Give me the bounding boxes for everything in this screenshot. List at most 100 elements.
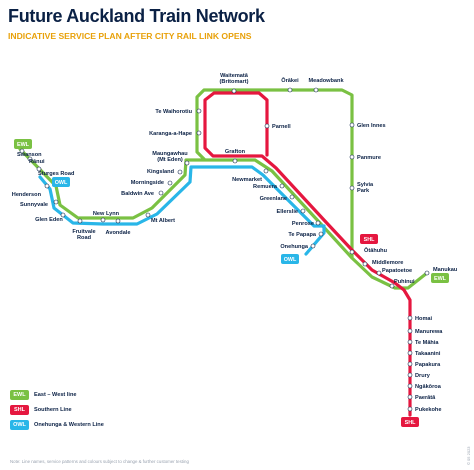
date-stamp: © 05 2023 [466,446,471,465]
dot-papakura [407,361,413,367]
station-avondale: Avondale [106,230,131,236]
station-greenlane: Greenlane [260,196,287,202]
ewl-line [18,88,429,290]
dot-sylvia-park [349,185,355,191]
legend-badge-owl: OWL [10,420,29,430]
station-te-waihorotiu: Te Waihorotiu [155,109,192,115]
dot-homai [407,315,413,321]
dot-maungawhau [184,160,190,166]
station-middlemore: Middlemore [372,260,403,266]
station-swanson: Swanson [17,152,42,158]
dot-ngakoroa [407,383,413,389]
station-otahuhu: Ōtāhuhu [364,247,388,254]
station-sturges: Sturges Road [38,171,75,177]
legend-label-shl: Southern Line [34,407,72,413]
map-subtitle: INDICATIVE SERVICE PLAN AFTER CITY RAIL … [8,31,252,41]
dot-ellerslie [300,208,306,214]
dot-waitemata [231,88,237,94]
station-ngakoroa: Ngākōroa [415,384,442,390]
station-grafton: Grafton [225,149,246,155]
dot-takaanini [407,350,413,356]
dot-remuera [279,183,285,189]
dot-swanson [19,148,25,154]
station-kingsland: Kingsland [147,169,175,175]
station-te-mahia: Te Māhia [415,340,439,346]
station-onehunga: Onehunga [280,244,309,250]
station-meadowbank: Meadowbank [308,78,344,84]
dot-paerata [407,394,413,400]
station-papatoetoe: Papatoetoe [382,268,412,274]
legend: EWL East – West line SHL Southern Line O… [10,390,160,435]
station-ellerslie: Ellerslie [277,209,298,215]
dot-otahuhu [349,249,355,255]
dot-te-waihorotiu [196,108,202,114]
station-puhinui: Puhinui [394,279,415,285]
dot-manurewa [407,328,413,334]
dot-onehunga [310,243,316,249]
station-waitemata: Waitematā(Britomart) [220,73,249,85]
dot-puhinui [389,283,395,289]
badge-owl-onehunga: OWL [281,254,299,264]
station-pukekohe: Pukekohe [415,407,441,413]
legend-label-ewl: East – West line [34,392,77,398]
legend-badge-ewl: EWL [10,390,29,400]
station-maungawhau: Maungawhau(Mt Eden) [152,151,188,163]
owl-line [38,165,326,256]
dot-kingsland [177,169,183,175]
legend-row-owl: OWL Onehunga & Western Line [10,420,160,430]
station-karanga: Karanga-a-Hape [149,131,192,137]
dot-fruitvale [77,218,83,224]
dot-pukekohe [407,406,413,412]
badge-shl-pukekohe-text: SHL [405,420,416,426]
dot-grafton [232,158,238,164]
dot-sunnyvale [53,199,59,205]
badge-shl-pukekohe: SHL [401,417,419,427]
dot-te-papapa [318,231,324,237]
map-title: Future Auckland Train Network [8,6,265,26]
badge-owl-west: OWL [52,177,70,187]
dot-greenlane [289,194,295,200]
dot-karanga [196,130,202,136]
dot-glen-eden [60,212,66,218]
dot-baldwin [158,190,164,196]
dot-mt-albert [145,212,151,218]
dot-orakei [287,87,293,93]
legend-row-ewl: EWL East – West line [10,390,160,400]
dot-glen-innes [349,122,355,128]
station-new-lynn: New Lynn [93,211,120,217]
station-labels: Waitematā(Britomart) Ōrākei Meadowbank T… [12,73,458,413]
station-penrose: Penrose [292,221,314,227]
dot-avondale [115,218,121,224]
station-manurewa: Manurewa [415,329,443,335]
dot-drury [407,372,413,378]
dot-panmure [349,154,355,160]
station-baldwin: Baldwin Ave [121,191,154,197]
station-papakura: Papakura [415,362,441,368]
dot-morningside [167,180,173,186]
badge-ewl-west: EWL [14,139,32,149]
station-glen-innes: Glen Innes [357,123,386,129]
dot-papatoetoe [376,270,382,276]
station-newmarket: Newmarket [232,177,262,183]
dot-penrose [315,220,321,226]
station-paerata: Paerātā [415,395,436,401]
station-morningside: Morningside [131,180,164,186]
station-panmure: Panmure [357,155,381,161]
dot-sturges [36,166,42,172]
station-takaanini: Takaanini [415,351,441,357]
station-drury: Drury [415,373,431,379]
station-orakei: Ōrākei [281,77,299,84]
station-manukau: Manukau [433,267,458,273]
badge-ewl-manukau-text: EWL [434,276,447,282]
dot-new-lynn [100,217,106,223]
dot-newmarket [263,168,269,174]
station-henderson: Henderson [12,192,42,198]
legend-label-owl: Onehunga & Western Line [34,422,104,428]
dot-meadowbank [313,87,319,93]
station-ranui: Rānui [29,159,45,165]
badge-ewl-manukau: EWL [431,273,449,283]
dot-middlemore [362,261,368,267]
badge-shl-otahuhu-text: SHL [364,237,375,243]
